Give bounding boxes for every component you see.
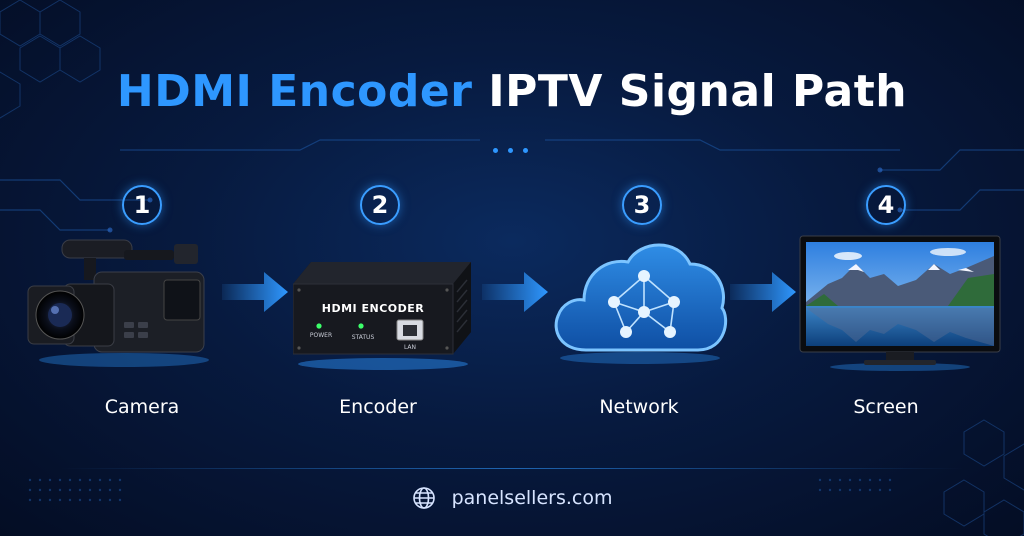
footer: panelsellers.com <box>0 486 1024 510</box>
step-4-label: Screen <box>853 396 919 418</box>
arrow-right-icon <box>482 272 548 312</box>
status-label: STATUS <box>351 334 375 341</box>
globe-icon <box>412 487 435 509</box>
arrow-right-icon <box>222 272 288 312</box>
encoder-brand: HDMI ENCODER <box>321 302 425 315</box>
step-4-number: 4 <box>866 185 906 225</box>
footer-divider <box>60 468 964 469</box>
step-2-label: Encoder <box>339 396 417 418</box>
title-highlight: HDMI Encoder <box>116 66 473 117</box>
encoder-body-shape <box>293 262 471 370</box>
camera-icon <box>27 239 209 367</box>
cloud-network-icon <box>554 243 728 364</box>
step-3-label: Network <box>599 396 679 418</box>
arrow-right-icon <box>730 272 796 312</box>
encoder-device: HDMI ENCODER POWER STATUS LAN <box>293 262 473 370</box>
screen-monitor-icon <box>799 235 1001 371</box>
step-3-number: 3 <box>622 185 662 225</box>
step-2-number: 2 <box>360 185 400 225</box>
title-rest: IPTV Signal Path <box>488 66 908 117</box>
step-1-label: Camera <box>104 396 180 418</box>
footer-url[interactable]: panelsellers.com <box>451 487 613 509</box>
lan-label: LAN <box>403 344 417 351</box>
title-divider-dots <box>488 138 533 157</box>
power-label: POWER <box>309 332 333 339</box>
page-title: HDMI Encoder IPTV Signal Path <box>0 66 1024 117</box>
step-1-number: 1 <box>122 185 162 225</box>
